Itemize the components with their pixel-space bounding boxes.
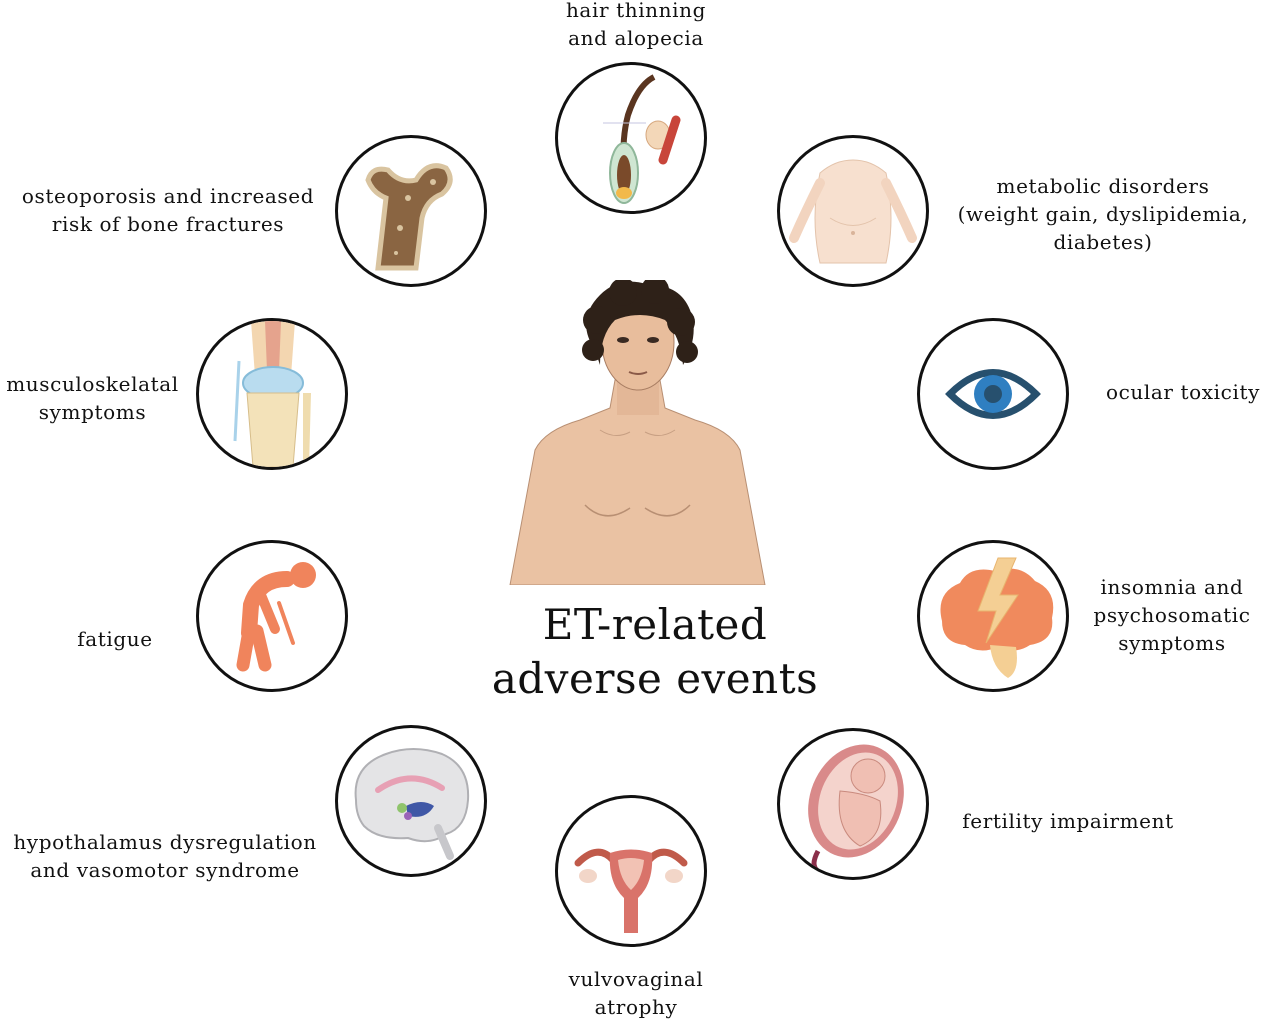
tired-person-icon: [236, 562, 316, 672]
fertility-circle: [777, 728, 929, 880]
musculoskeletal-label: musculoskelatal symptoms: [0, 370, 185, 426]
eye-icon: [945, 369, 1041, 419]
fertility-label-line-1: fertility impairment: [962, 809, 1174, 833]
woman-figure-icon: [509, 280, 766, 585]
osteoporosis-label-line-2: risk of bone fractures: [51, 212, 285, 236]
hair-follicle-icon: [603, 74, 681, 204]
vulvovaginal-circle: [555, 795, 707, 947]
insomnia-label-line-3: symptoms: [1118, 631, 1226, 655]
metabolic-circle: [777, 135, 929, 287]
vulvovaginal-label: vulvovaginal atrophy: [548, 965, 724, 1021]
fetus-uterus-icon: [808, 744, 904, 874]
vulvovaginal-label-line-2: atrophy: [594, 995, 678, 1019]
osteoporosis-circle: [335, 135, 487, 287]
insomnia-label-line-2: psychosomatic: [1093, 603, 1251, 627]
hypothalamus-label: hypothalamus dysregulation and vasomotor…: [2, 828, 328, 884]
hair-label-line-1: hair thinning: [565, 0, 707, 22]
body-torso-icon: [789, 159, 917, 264]
brain-lightning-icon: [940, 557, 1054, 678]
hypothalamus-circle: [335, 725, 487, 877]
fertility-label: fertility impairment: [948, 807, 1188, 835]
hypothalamus-label-line-1: hypothalamus dysregulation: [13, 830, 317, 854]
knee-joint-icon: [233, 321, 311, 467]
hair-label: hair thinning and alopecia: [548, 0, 724, 52]
metabolic-label: metabolic disorders (weight gain, dyslip…: [945, 172, 1261, 256]
vulvovaginal-label-line-1: vulvovaginal: [568, 967, 704, 991]
brain-section-icon: [354, 748, 470, 860]
hair-label-line-2: and alopecia: [568, 26, 704, 50]
fatigue-label: fatigue: [60, 625, 170, 653]
musculoskeletal-label-line-2: symptoms: [38, 400, 147, 424]
ocular-label-line-1: ocular toxicity: [1105, 380, 1261, 404]
osteoporosis-label: osteoporosis and increased risk of bone …: [10, 182, 326, 238]
hair-circle: [555, 62, 707, 214]
metabolic-label-line-2: (weight gain, dyslipidemia,: [957, 202, 1249, 226]
metabolic-label-line-1: metabolic disorders: [996, 174, 1210, 198]
ocular-circle: [917, 318, 1069, 470]
femur-bone-icon: [365, 163, 453, 271]
musculoskeletal-circle: [196, 318, 348, 470]
center-title: ET-related adverse events: [470, 598, 840, 706]
insomnia-circle: [917, 540, 1069, 692]
center-title-line-1: ET-related: [542, 600, 768, 649]
osteoporosis-label-line-1: osteoporosis and increased: [21, 184, 315, 208]
ocular-label: ocular toxicity: [1095, 378, 1269, 406]
musculoskeletal-label-line-1: musculoskelatal: [6, 372, 179, 396]
fatigue-label-line-1: fatigue: [77, 627, 153, 651]
center-title-line-2: adverse events: [491, 654, 819, 703]
insomnia-label-line-1: insomnia and: [1100, 575, 1244, 599]
fatigue-circle: [196, 540, 348, 692]
insomnia-label: insomnia and psychosomatic symptoms: [1082, 573, 1262, 657]
uterus-icon: [574, 848, 688, 933]
hypothalamus-label-line-2: and vasomotor syndrome: [30, 858, 300, 882]
metabolic-label-line-3: diabetes): [1053, 230, 1153, 254]
